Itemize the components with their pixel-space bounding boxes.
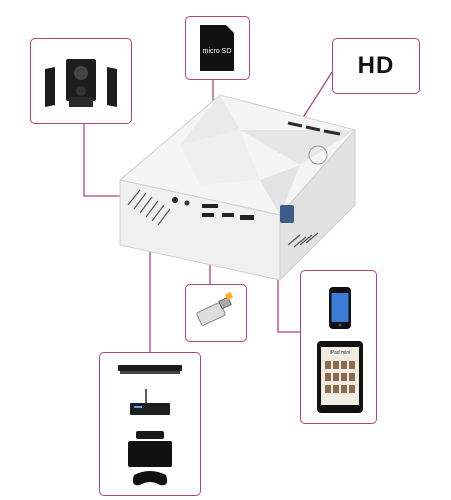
dvd-player-icon	[118, 365, 182, 374]
set-top-box-icon	[130, 389, 170, 415]
game-console-icon	[128, 431, 172, 486]
usb-drive-icon	[196, 292, 233, 326]
multimedia-box	[99, 352, 201, 496]
ipad-label: iPad mini	[330, 350, 351, 356]
hd-label: HD	[357, 52, 395, 79]
mobile-devices-box: iPad mini	[300, 270, 377, 424]
speakers-icon	[45, 59, 117, 107]
usb-box	[185, 284, 247, 342]
smartphone-icon	[329, 287, 351, 329]
tablet-icon: iPad mini	[317, 341, 363, 413]
microsd-label: micro SD	[203, 48, 232, 55]
speakers-box	[30, 38, 132, 124]
hd-box: HD	[332, 38, 420, 94]
microsd-card-icon: micro SD	[200, 25, 234, 71]
microsd-box: micro SD	[185, 16, 250, 80]
projector	[118, 94, 356, 282]
